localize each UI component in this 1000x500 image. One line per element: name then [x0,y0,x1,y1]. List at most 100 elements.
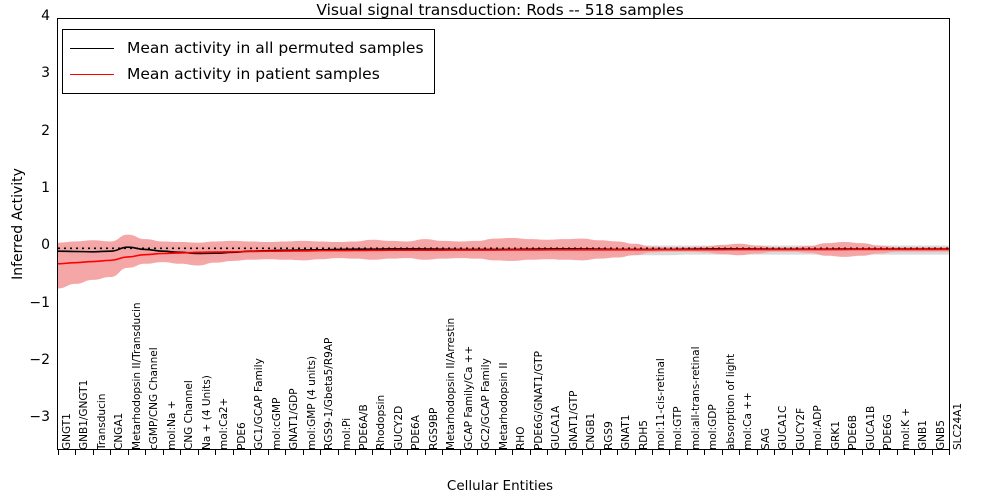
x-axis-tick-label: GC1/GCAP Family [253,358,266,450]
x-axis-tick-mark [75,450,77,455]
x-axis-tick-label: cGMP/CNG Channel [148,347,161,450]
patient-mean-line [58,248,949,265]
x-axis-tick-label: GNGT1 [61,413,73,450]
x-axis-tick-mark [861,450,863,455]
x-axis-tick-label: mol:GTP [672,406,685,450]
y-axis-tick-label: −3 [29,409,50,426]
x-axis-tick-label: Metarhodopsin II [497,362,510,450]
x-axis-tick-label: mol:all-trans-retinal [689,346,702,450]
x-axis-tick-label: Metarhodopsin II/Transducin [130,302,143,450]
x-axis-tick-mark [686,450,688,455]
x-axis-tick-mark [826,450,828,455]
x-axis-tick-mark [529,450,531,455]
x-axis-tick-mark [250,450,252,455]
x-axis-tick-label: mol:Ca ++ [742,392,755,450]
x-axis-tick-mark [337,450,339,455]
x-axis-tick-mark [110,450,112,455]
x-axis-tick-mark [774,450,776,455]
x-axis-tick-label: RDH5 [637,420,650,450]
x-axis-tick-label: CNG Channel [183,380,196,450]
x-axis-tick-label: GNAT1/GDP [288,388,301,450]
x-axis-tick-mark [582,450,584,455]
x-axis-tick-mark [407,450,409,455]
y-axis-tick-label: −2 [29,352,50,368]
x-axis-tick-label: mol:K + [899,407,912,450]
x-axis-tick-label: RHO [515,426,528,450]
x-axis-tick-mark [215,450,217,455]
x-axis-tick-label: GUCA1B [864,405,877,450]
x-axis-tick-label: Metarhodopsin II/Arrestin [445,317,458,450]
x-axis-tick-label: mol:Pi [340,417,353,450]
x-axis-tick-mark [791,450,793,455]
x-axis-tick-mark [704,450,706,455]
x-axis-tick-label: GNAT1/GTP [567,390,580,451]
y-axis-tick-label: 3 [41,65,50,82]
x-axis-tick-mark [721,450,723,455]
x-axis-label: Cellular Entities [446,478,554,494]
x-axis-tick-label: GUCY2D [392,405,405,450]
x-axis-tick-label: PDE6G [882,414,895,450]
x-axis-tick-label: mol:cGMP [270,397,283,450]
x-axis-tick-mark [669,450,671,455]
x-axis-tick-mark [459,450,461,455]
x-axis-tick-mark [739,450,741,455]
x-axis-tick-label: GNAT1 [620,414,633,450]
x-axis-tick-label: RGS9-1/Gbeta5/R9AP [323,337,336,450]
x-axis-tick-mark [914,450,916,455]
x-axis-tick-mark [320,450,322,455]
y-axis-tick-label: 4 [41,8,50,24]
x-axis-tick-label: mol:Na + [165,400,178,450]
x-axis-tick-mark [302,450,304,455]
y-axis-tick-label: 1 [41,180,50,196]
x-axis-tick-mark [809,450,811,455]
legend-item-patient: Mean activity in patient samples [70,61,424,87]
x-axis-tick-label: PDE6 [235,422,248,450]
x-axis-tick-mark [756,450,758,455]
chart-legend: Mean activity in all permuted samples Me… [62,29,435,94]
x-axis-tick-label: GRK1 [829,421,842,450]
x-axis-tick-label: mol:11-cis-retinal [655,358,667,450]
x-axis-tick-label: Rhodopsin [375,394,388,450]
x-axis-tick-label: PDE6B [847,415,860,450]
x-axis-tick-mark [896,450,898,455]
legend-item-permuted: Mean activity in all permuted samples [70,35,424,61]
x-axis-tick-mark [58,450,59,455]
x-axis-tick-label: GUCA1A [550,405,563,450]
x-axis-tick-mark [162,450,164,455]
x-axis-tick-label: Transducin [95,393,108,450]
x-axis-tick-mark [634,450,636,455]
legend-line-black-icon [70,47,114,49]
x-axis-tick-mark [145,450,147,455]
x-axis-tick-mark [617,450,619,455]
x-axis-tick-label: GNB1 [917,420,930,450]
x-axis-tick-mark [197,450,199,455]
legend-line-red-icon [70,73,114,75]
x-axis-tick-mark [494,450,496,455]
x-axis-tick-mark [127,450,129,455]
x-axis-tick-label: GC2/GCAP Family [480,358,493,450]
x-axis-tick-mark [92,450,94,455]
x-axis-tick-label: PDE6G/GNAT1/GTP [532,351,545,450]
x-axis-tick-label: Na + (4 Units) [200,375,213,450]
x-axis-tick-mark [599,450,601,455]
x-axis-tick-label: GUCA1C [777,405,790,450]
x-axis-tick-label: mol:GMP (4 units) [305,356,318,450]
x-axis-tick-mark [949,450,950,455]
x-axis-tick-mark [355,450,356,455]
x-axis-tick-mark [931,450,933,455]
x-axis-tick-label: CNGA1 [113,412,126,450]
x-axis-tick-label: mol:Ca2+ [218,397,231,450]
x-axis-tick-label: SLC24A1 [952,402,964,450]
x-axis-tick-mark [564,450,566,455]
legend-label-permuted: Mean activity in all permuted samples [127,39,424,57]
x-axis-tick-label: GNB5 [934,420,947,450]
x-axis-tick-label: absorption of light [724,353,737,450]
x-axis-tick-mark [844,450,846,455]
x-axis-tick-label: PDE6A [410,415,423,450]
x-axis-tick-label: mol:ADP [812,405,825,450]
x-axis-tick-mark [652,450,653,455]
x-axis-tick-mark [547,450,549,455]
plot-series-svg [58,234,949,289]
x-axis-tick-label: GCAP Family/Ca ++ [462,345,475,450]
chart-title: Visual signal transduction: Rods -- 518 … [316,1,684,19]
